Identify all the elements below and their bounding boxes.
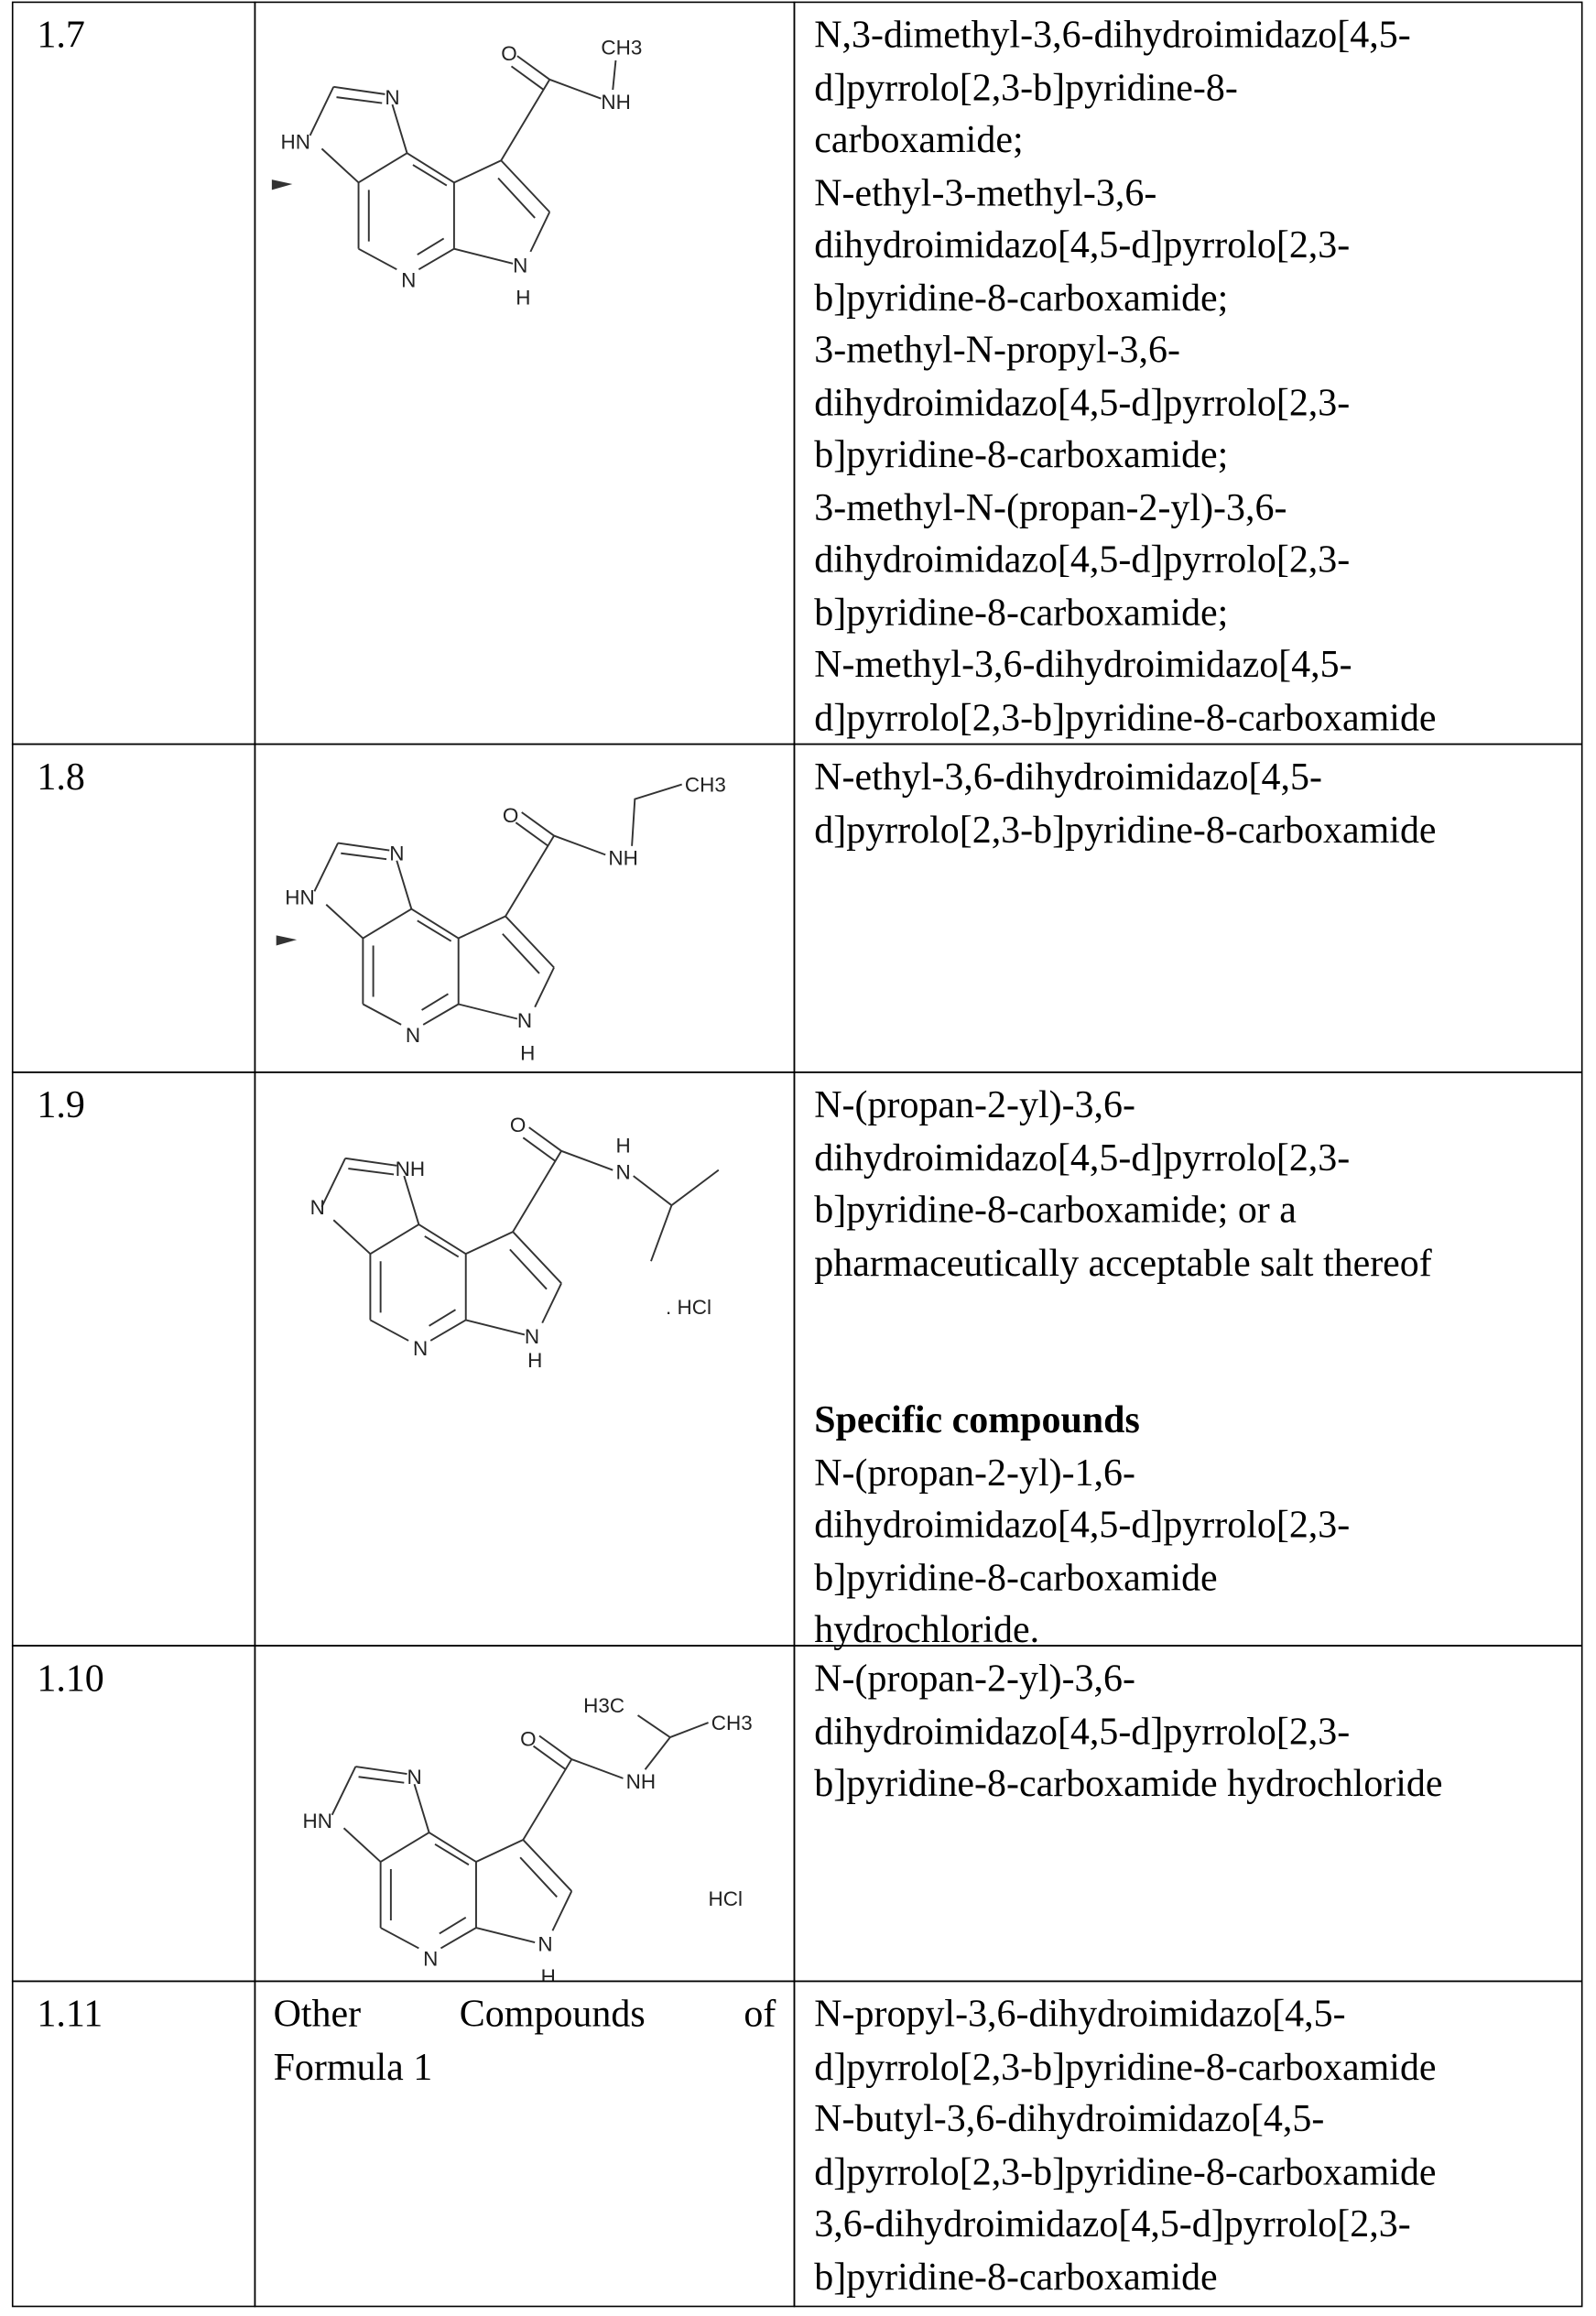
chemical-structure-1-8: HN N N N H O NH CH3 bbox=[255, 745, 793, 1071]
atom-label: CH3 bbox=[601, 36, 642, 59]
compound-name-line: N-(propan-2-yl)-1,6- bbox=[814, 1446, 1581, 1498]
atom-label: H bbox=[516, 287, 530, 310]
compound-name-line: N-butyl-3,6-dihydroimidazo[4,5- bbox=[814, 2093, 1581, 2145]
atom-label: N bbox=[389, 843, 404, 865]
row-id-cell: 1.9 bbox=[12, 1071, 255, 1647]
atom-label: H bbox=[520, 1041, 535, 1064]
structure-cell: HN N N N H O NH CH3 bbox=[255, 744, 796, 1073]
compound-name-line: d]pyrrolo[2,3-b]pyridine-8-carboxamide bbox=[814, 2040, 1581, 2093]
chemical-structure-1-7: HN N N N H O NH CH3 bbox=[255, 3, 793, 744]
compound-names-cell: N-(propan-2-yl)-3,6-dihydroimidazo[4,5-d… bbox=[794, 1645, 1583, 1982]
salt-label: HCl bbox=[709, 1887, 743, 1910]
atom-label: N bbox=[423, 1948, 438, 1971]
arrow-icon bbox=[272, 179, 292, 190]
atom-label: O bbox=[510, 1114, 526, 1136]
row-id-cell: 1.11 bbox=[12, 1981, 255, 2308]
row-id-cell: 1.10 bbox=[12, 1645, 255, 1982]
atom-label: HN bbox=[285, 886, 314, 909]
compound-name-line: dihydroimidazo[4,5-d]pyrrolo[2,3- bbox=[814, 219, 1581, 271]
atom-label: NH bbox=[608, 847, 637, 870]
atom-label: N bbox=[517, 1009, 532, 1032]
compound-name-line: N-(propan-2-yl)-3,6- bbox=[814, 1079, 1581, 1131]
atom-label: NH bbox=[396, 1158, 425, 1180]
compound-name-line: dihydroimidazo[4,5-d]pyrrolo[2,3- bbox=[814, 1131, 1581, 1183]
atom-label: H bbox=[615, 1134, 630, 1157]
compound-name-line: 3,6-dihydroimidazo[4,5-d]pyrrolo[2,3- bbox=[814, 2198, 1581, 2250]
compound-name-line: N-(propan-2-yl)-3,6- bbox=[814, 1652, 1581, 1704]
chemical-structure-1-10: HN N N N H O NH H3C CH3 HCl bbox=[255, 1647, 793, 1981]
section-heading: Specific compounds bbox=[814, 1394, 1581, 1446]
atom-label: CH3 bbox=[685, 774, 726, 797]
atom-label: HN bbox=[280, 130, 309, 153]
description-cell: Other Compounds of Formula 1 bbox=[255, 1981, 796, 2308]
structure-cell: N NH N N H O N H . HCl bbox=[255, 1071, 796, 1647]
atom-label: NH bbox=[626, 1770, 656, 1793]
structure-cell: HN N N N H O NH CH3 bbox=[255, 2, 796, 745]
row-id: 1.11 bbox=[37, 1993, 103, 2036]
row-id: 1.10 bbox=[37, 1657, 103, 1700]
atom-label: H bbox=[541, 1965, 556, 1981]
compound-name-line: N-ethyl-3,6-dihydroimidazo[4,5- bbox=[814, 751, 1581, 803]
atom-label: N bbox=[525, 1325, 539, 1348]
compound-name-line: pharmaceutically acceptable salt thereof bbox=[814, 1236, 1581, 1288]
compound-name-line: N-ethyl-3-methyl-3,6- bbox=[814, 167, 1581, 219]
compound-name-line: dihydroimidazo[4,5-d]pyrrolo[2,3- bbox=[814, 1498, 1581, 1550]
atom-label: N bbox=[413, 1337, 428, 1360]
atom-label: NH bbox=[601, 91, 630, 114]
atom-label: N bbox=[401, 268, 416, 291]
compound-name-line: N-methyl-3,6-dihydroimidazo[4,5- bbox=[814, 638, 1581, 690]
structure-cell: HN N N N H O NH H3C CH3 HCl bbox=[255, 1645, 796, 1982]
atom-label: H bbox=[527, 1349, 542, 1372]
arrow-icon bbox=[277, 935, 297, 945]
atom-label: N bbox=[406, 1024, 420, 1047]
compound-names-cell: N-propyl-3,6-dihydroimidazo[4,5-d]pyrrol… bbox=[794, 1981, 1583, 2308]
compound-names-cell: N-ethyl-3,6-dihydroimidazo[4,5-d]pyrrolo… bbox=[794, 744, 1583, 1073]
compound-name-line: N,3-dimethyl-3,6-dihydroimidazo[4,5- bbox=[814, 9, 1581, 61]
compound-name-line: 3-methyl-N-propyl-3,6- bbox=[814, 323, 1581, 375]
atom-label: N bbox=[513, 254, 527, 277]
description-line: Formula 1 bbox=[274, 2040, 776, 2093]
atom-label: H3C bbox=[583, 1694, 624, 1717]
compound-name-line bbox=[814, 1342, 1581, 1394]
atom-label: N bbox=[407, 1766, 422, 1789]
compound-name-line: b]pyridine-8-carboxamide; or a bbox=[814, 1184, 1581, 1236]
compound-name-line: d]pyrrolo[2,3-b]pyridine-8-carboxamide bbox=[814, 803, 1581, 855]
compound-name-line bbox=[814, 1288, 1581, 1341]
description-line: Other Compounds of bbox=[274, 1988, 776, 2040]
compound-name-line: b]pyridine-8-carboxamide; bbox=[814, 586, 1581, 638]
atom-label: O bbox=[520, 1728, 536, 1751]
compound-name-line: dihydroimidazo[4,5-d]pyrrolo[2,3- bbox=[814, 534, 1581, 586]
compound-name-line: b]pyridine-8-carboxamide bbox=[814, 1551, 1581, 1604]
compound-name-line: d]pyrrolo[2,3-b]pyridine-8-carboxamide bbox=[814, 690, 1581, 743]
compound-name-line: b]pyridine-8-carboxamide bbox=[814, 2250, 1581, 2302]
compound-name-line: b]pyridine-8-carboxamide; bbox=[814, 271, 1581, 323]
compound-name-line: carboxamide; bbox=[814, 114, 1581, 166]
atom-label: N bbox=[615, 1160, 630, 1183]
atom-label: N bbox=[537, 1933, 552, 1956]
compound-name-line: d]pyrrolo[2,3-b]pyridine-8- bbox=[814, 61, 1581, 114]
compound-name-line: dihydroimidazo[4,5-d]pyrrolo[2,3- bbox=[814, 376, 1581, 429]
atom-label: CH3 bbox=[711, 1712, 753, 1734]
atom-label: N bbox=[385, 86, 399, 109]
compound-name-line: d]pyrrolo[2,3-b]pyridine-8-carboxamide bbox=[814, 2146, 1581, 2198]
compound-names-cell: N-(propan-2-yl)-3,6-dihydroimidazo[4,5-d… bbox=[794, 1071, 1583, 1647]
atom-label: N bbox=[310, 1196, 325, 1219]
row-id: 1.9 bbox=[37, 1083, 84, 1126]
row-id-cell: 1.7 bbox=[12, 2, 255, 745]
atom-label: O bbox=[503, 804, 518, 827]
atom-label: O bbox=[501, 42, 516, 65]
salt-label: . HCl bbox=[666, 1296, 711, 1319]
compound-names-cell: N,3-dimethyl-3,6-dihydroimidazo[4,5-d]py… bbox=[794, 2, 1583, 745]
row-id: 1.8 bbox=[37, 756, 84, 799]
row-id: 1.7 bbox=[37, 14, 84, 57]
compound-name-line: dihydroimidazo[4,5-d]pyrrolo[2,3- bbox=[814, 1705, 1581, 1757]
compound-name-line: 3-methyl-N-(propan-2-yl)-3,6- bbox=[814, 481, 1581, 533]
atom-label: HN bbox=[303, 1810, 332, 1832]
chemical-structure-1-9: N NH N N H O N H . HCl bbox=[255, 1073, 793, 1646]
compound-name-line: b]pyridine-8-carboxamide; bbox=[814, 429, 1581, 481]
compound-name-line: b]pyridine-8-carboxamide hydrochloride bbox=[814, 1757, 1581, 1810]
compound-name-line: N-propyl-3,6-dihydroimidazo[4,5- bbox=[814, 1988, 1581, 2040]
row-id-cell: 1.8 bbox=[12, 744, 255, 1073]
